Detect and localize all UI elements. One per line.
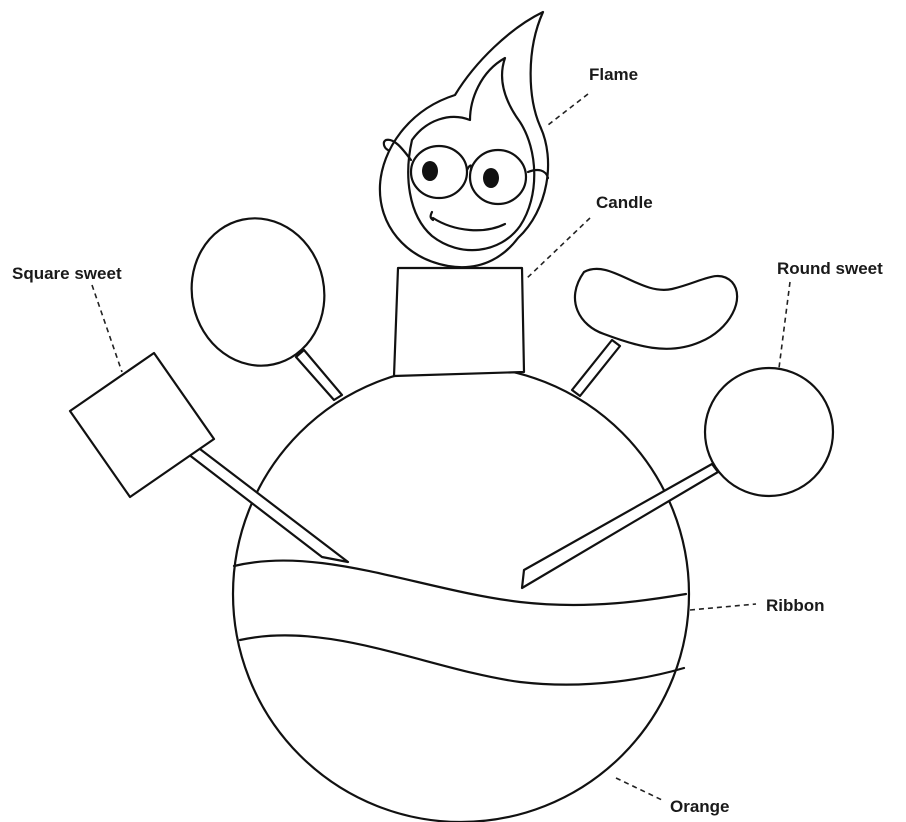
ribbon-leader-line: [690, 604, 756, 610]
round-sweet-leader-line: [779, 282, 790, 368]
round-sweet: [705, 368, 833, 496]
glasses-left-lens: [411, 146, 467, 198]
candle-leader-line: [525, 218, 590, 280]
orange-label: Orange: [670, 797, 730, 817]
round-sweet-label: Round sweet: [777, 259, 883, 279]
right-bean-sweet-stick: [572, 340, 620, 396]
left-pupil: [422, 161, 438, 181]
left-oval-sweet-stick: [296, 350, 342, 400]
square-sweet-leader-line: [92, 285, 122, 372]
bean-sweet: [575, 269, 737, 349]
orange: [233, 366, 689, 822]
square-sweet: [70, 353, 214, 497]
orange-leader-line: [616, 778, 662, 800]
right-pupil: [483, 168, 499, 188]
candle: [394, 268, 524, 376]
flame-label: Flame: [589, 65, 638, 85]
ribbon-label: Ribbon: [766, 596, 825, 616]
candle-label: Candle: [596, 193, 653, 213]
left-oval-sweet: [178, 206, 338, 378]
square-sweet-label: Square sweet: [12, 264, 122, 284]
flame-leader-line: [548, 94, 588, 125]
